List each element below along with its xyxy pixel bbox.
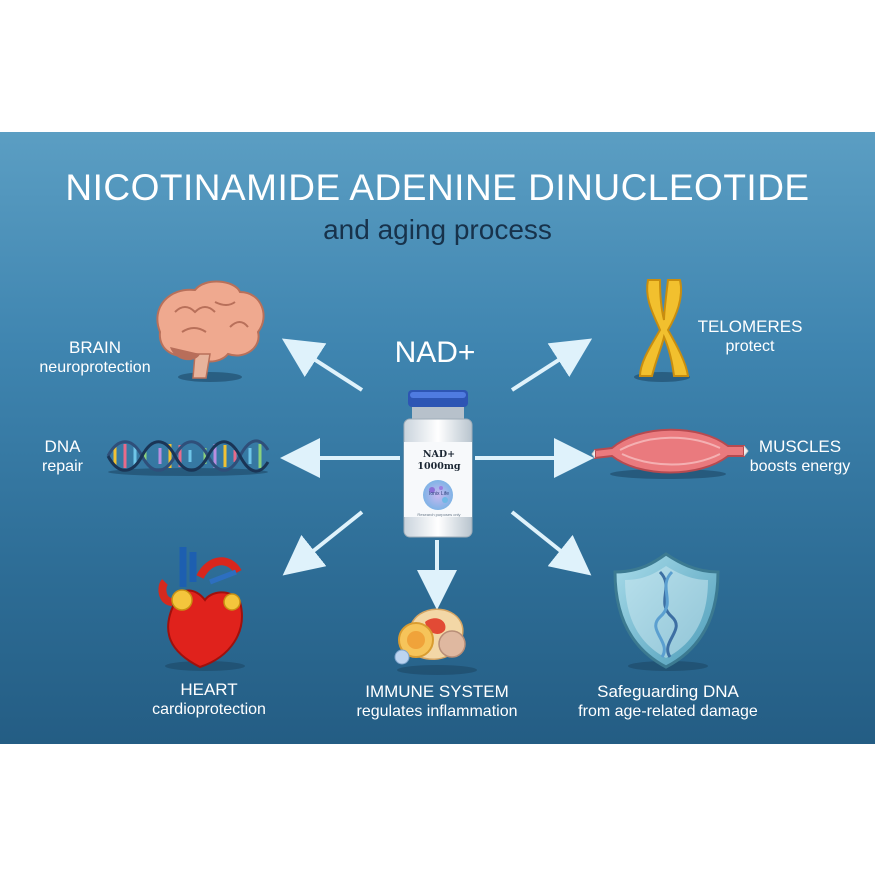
immune-cells-icon xyxy=(394,608,477,675)
label-heart: HEART cardioprotection xyxy=(134,680,284,720)
label-safeguard: Safeguarding DNA from age-related damage xyxy=(568,682,768,722)
label-muscles-head: MUSCLES xyxy=(758,437,842,456)
label-safeguard-head: Safeguarding DNA xyxy=(597,682,739,701)
vial-label: NAD+ 1000mg xyxy=(407,449,471,473)
muscle-icon xyxy=(591,428,749,479)
vial-icon xyxy=(403,390,473,538)
label-brain: BRAIN neuroprotection xyxy=(20,338,170,378)
label-immune: IMMUNE SYSTEM regulates inflammation xyxy=(347,682,527,722)
arrow-telomeres xyxy=(510,338,593,392)
vial-line-1: NAD+ xyxy=(422,449,456,460)
shield-icon xyxy=(613,552,720,671)
arrow-safeguard xyxy=(510,510,592,576)
label-heart-head: HEART xyxy=(180,680,238,699)
nad-plus-label: NAD+ xyxy=(394,336,476,369)
label-immune-head: IMMUNE SYSTEM xyxy=(365,682,509,701)
label-heart-sub: cardioprotection xyxy=(152,701,266,718)
vial-footnote: Research purposes only xyxy=(417,512,461,517)
label-safeguard-sub: from age-related damage xyxy=(578,703,758,720)
label-brain-sub: neuroprotection xyxy=(39,359,151,376)
label-dna-head: DNA xyxy=(44,437,81,456)
dna-icon xyxy=(106,439,270,476)
vial-logo-text: Ionix Life xyxy=(428,491,449,497)
label-dna: DNA repair xyxy=(20,437,105,477)
illustration-layer xyxy=(106,279,749,675)
diagram-panel: NICOTINAMIDE ADENINE DINUCLEOTIDE and ag… xyxy=(0,132,875,744)
label-muscles: MUSCLES boosts energy xyxy=(740,437,860,477)
label-telomeres-head: TELOMERES xyxy=(697,317,803,336)
arrow-brain xyxy=(281,338,364,392)
label-dna-sub: repair xyxy=(42,458,83,475)
label-brain-head: BRAIN xyxy=(69,338,121,357)
arrow-heart xyxy=(282,510,364,576)
label-telomeres: TELOMERES protect xyxy=(690,317,810,357)
brain-icon xyxy=(156,280,265,382)
subtitle: and aging process xyxy=(323,214,552,245)
label-immune-sub: regulates inflammation xyxy=(356,703,518,720)
arrows xyxy=(280,338,594,610)
label-muscles-sub: boosts energy xyxy=(749,458,851,475)
label-telomeres-sub: protect xyxy=(725,338,775,355)
chromosome-icon xyxy=(634,279,690,382)
heart-icon xyxy=(158,547,245,671)
main-title: NICOTINAMIDE ADENINE DINUCLEOTIDE xyxy=(65,167,810,208)
vial-line-2: 1000mg xyxy=(417,461,461,472)
